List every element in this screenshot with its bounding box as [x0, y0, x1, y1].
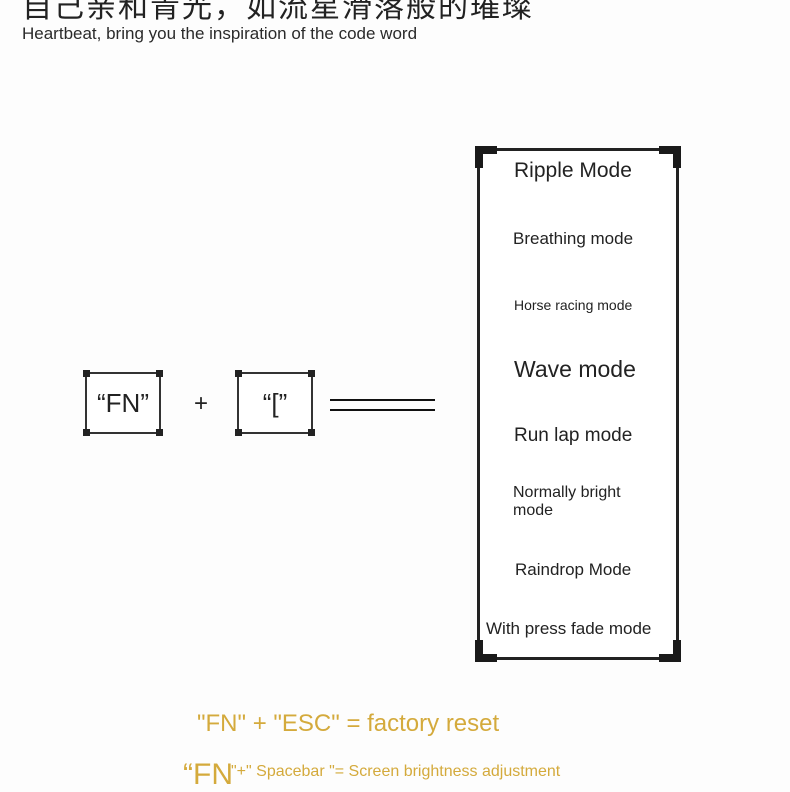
mode-run-lap: Run lap mode	[514, 425, 633, 446]
corner-mark	[83, 429, 90, 436]
corner-mark	[673, 146, 681, 168]
subtitle: Heartbeat, bring you the inspiration of …	[22, 24, 418, 43]
corner-mark	[475, 654, 497, 662]
equals-line-top	[330, 399, 435, 401]
mode-press-fade: With press fade mode	[486, 619, 652, 638]
fn-key-label: “FN”	[97, 387, 149, 418]
corner-mark	[673, 640, 681, 662]
mode-list-panel: Ripple Mode Breathing mode Horse racing …	[475, 146, 681, 662]
plus-sign: +	[194, 390, 209, 417]
corner-mark	[156, 429, 163, 436]
bracket-key-box: “[”	[235, 370, 315, 436]
fn-key-box: “FN”	[83, 370, 163, 436]
corner-mark	[235, 370, 242, 377]
brightness-adjust-text: "+" Spacebar "= Screen brightness adjust…	[231, 763, 561, 780]
corner-mark	[83, 370, 90, 377]
corner-mark	[308, 429, 315, 436]
factory-reset-text: "FN" + "ESC" = factory reset	[197, 710, 500, 737]
mode-wave: Wave mode	[514, 356, 636, 382]
mode-raindrop: Raindrop Mode	[515, 560, 632, 579]
corner-mark	[475, 640, 483, 662]
mode-ripple: Ripple Mode	[514, 159, 632, 182]
mode-breathing: Breathing mode	[513, 229, 634, 248]
corner-mark	[475, 146, 497, 154]
corner-mark	[235, 429, 242, 436]
mode-horse-racing: Horse racing mode	[514, 297, 633, 313]
brightness-fn-prefix: “FN	[183, 758, 233, 791]
corner-mark	[475, 146, 483, 168]
corner-mark	[659, 146, 681, 154]
corner-mark	[659, 654, 681, 662]
bracket-key-label: “[”	[262, 387, 288, 418]
corner-mark	[156, 370, 163, 377]
chinese-title: 自己亲和青光，如流星滑落般的璀璨	[22, 0, 534, 24]
mode-normally-bright: Normally bright mode	[513, 484, 621, 519]
equals-line-bottom	[330, 409, 435, 411]
corner-mark	[308, 370, 315, 377]
